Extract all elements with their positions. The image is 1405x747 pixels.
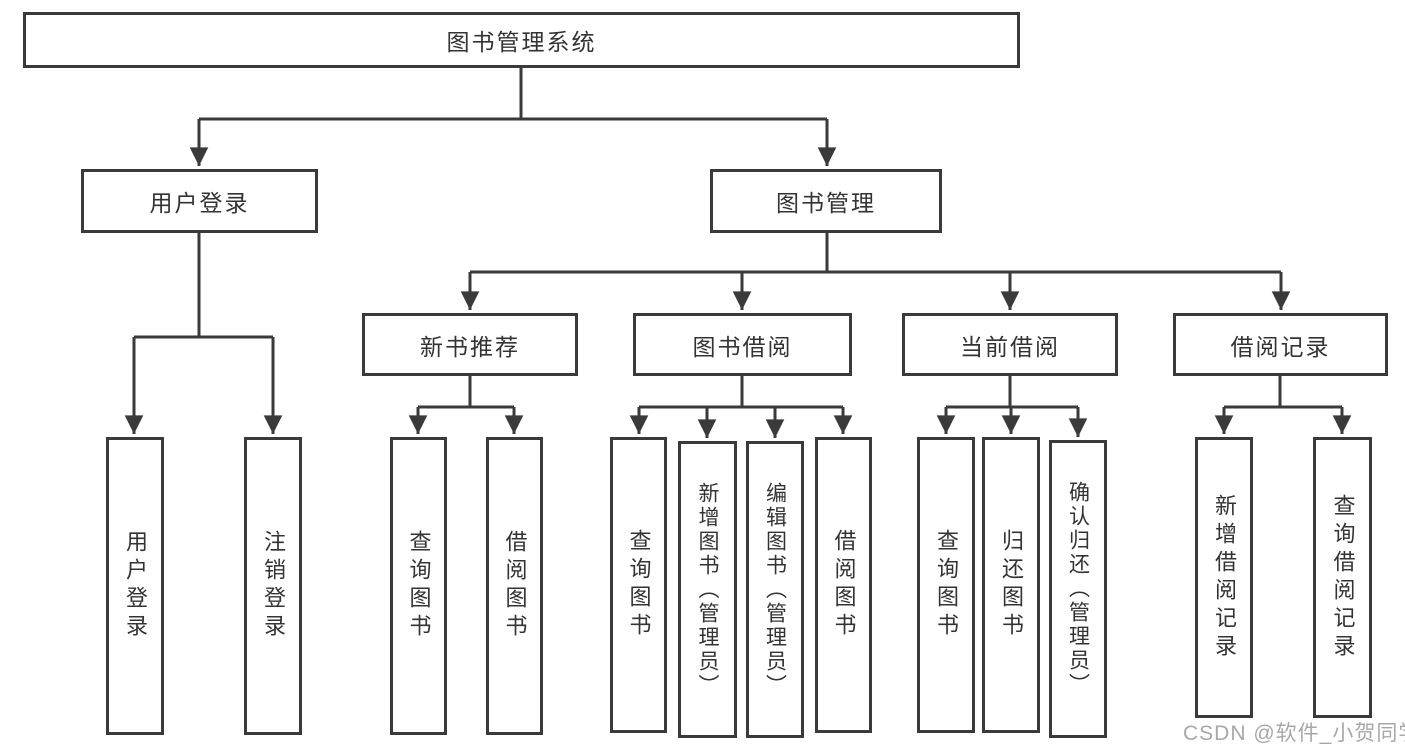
node-user-login: 用户登录 [81, 169, 318, 233]
connector-root-to-level2 [189, 68, 837, 166]
node-leaf-add-borrow-record: 新增借阅记录 [1195, 437, 1253, 718]
connector-records-children [1214, 376, 1352, 434]
node-leaf-query-borrow-record-label: 查询借阅记录 [1330, 493, 1356, 662]
node-current-borrow-label: 当前借阅 [960, 333, 1060, 360]
node-new-book-recommend-label: 新书推荐 [420, 333, 520, 360]
node-leaf-add-book-admin-label: 新增图书（管理员） [696, 481, 719, 698]
connector-current-borrow-children [936, 376, 1088, 437]
node-leaf-user-login: 用户登录 [106, 437, 164, 735]
node-leaf-borrow-query-book-label: 查询图书 [626, 529, 652, 641]
node-leaf-recommend-query-book-label: 查询图书 [406, 530, 432, 642]
connector-user-login-children [124, 233, 283, 434]
node-leaf-current-query-book: 查询图书 [917, 437, 975, 733]
watermark: CSDN @软件_小贺同学 [1183, 722, 1405, 745]
node-current-borrow: 当前借阅 [902, 313, 1118, 376]
node-leaf-add-borrow-record-label: 新增借阅记录 [1212, 493, 1237, 662]
node-book-management: 图书管理 [710, 169, 942, 233]
node-borrow-records: 借阅记录 [1173, 313, 1388, 376]
node-library-system: 图书管理系统 [23, 12, 1020, 68]
node-leaf-logout-label: 注销登录 [261, 530, 286, 642]
node-leaf-borrow-book: 借阅图书 [815, 437, 872, 733]
node-book-borrow-label: 图书借阅 [692, 333, 793, 360]
connector-borrow-children [629, 376, 853, 438]
node-leaf-borrow-query-book: 查询图书 [610, 437, 667, 733]
node-book-borrow: 图书借阅 [633, 313, 852, 376]
connector-book-management-children [460, 233, 1291, 310]
node-leaf-edit-book-admin-label: 编辑图书（管理员） [763, 481, 787, 698]
node-leaf-recommend-query-book: 查询图书 [390, 437, 447, 735]
node-library-system-label: 图书管理系统 [446, 29, 597, 55]
node-borrow-records-label: 借阅记录 [1230, 333, 1331, 360]
node-leaf-add-book-admin: 新增图书（管理员） [678, 441, 737, 738]
node-leaf-return-book: 归还图书 [982, 437, 1040, 733]
node-leaf-borrow-book-label: 借阅图书 [831, 529, 857, 641]
node-leaf-recommend-borrow-book-label: 借阅图书 [502, 530, 528, 642]
node-leaf-return-book-label: 归还图书 [999, 529, 1024, 641]
node-leaf-logout: 注销登录 [244, 437, 302, 735]
node-user-login-label: 用户登录 [149, 190, 250, 216]
node-leaf-query-borrow-record: 查询借阅记录 [1313, 437, 1372, 718]
node-leaf-edit-book-admin: 编辑图书（管理员） [746, 441, 804, 738]
connector-recommend-children [408, 376, 524, 434]
node-leaf-user-login-label: 用户登录 [123, 530, 148, 642]
node-leaf-confirm-return-admin: 确认归还（管理员） [1049, 440, 1107, 738]
node-new-book-recommend: 新书推荐 [362, 313, 578, 376]
node-leaf-recommend-borrow-book: 借阅图书 [486, 437, 543, 735]
node-book-management-label: 图书管理 [776, 190, 876, 216]
node-leaf-confirm-return-admin-label: 确认归还（管理员） [1066, 481, 1090, 697]
node-leaf-current-query-book-label: 查询图书 [934, 529, 959, 641]
